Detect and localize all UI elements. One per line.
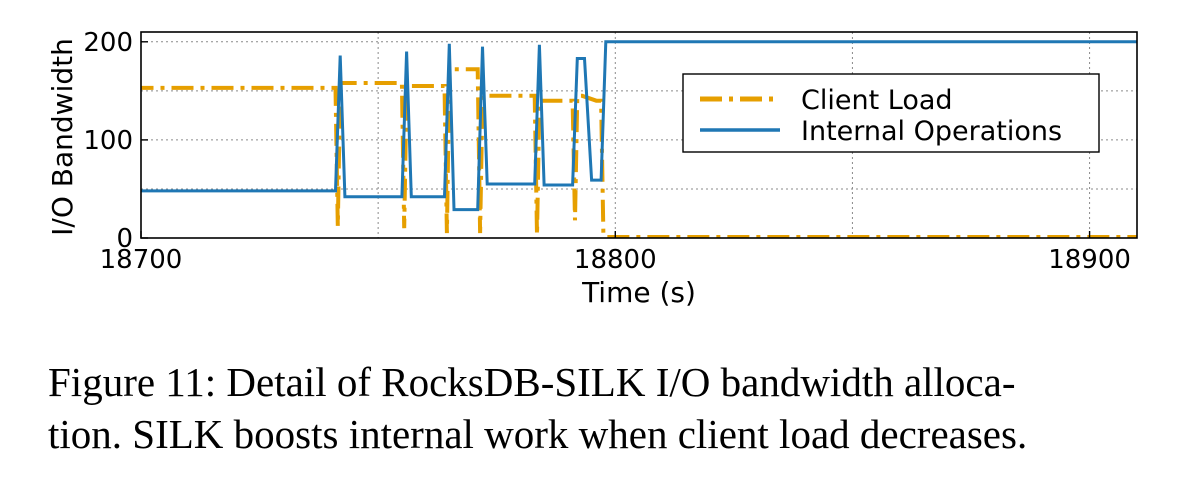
caption-line-2: tion. SILK boosts internal work when cli… — [48, 411, 1028, 457]
bandwidth-chart: 18700 18800 18900 0 100 200 Time (s) I/O Ban… — [46, 28, 1138, 309]
figure-caption: Figure 11: Detail of RocksDB-SILK I/O ba… — [48, 356, 1158, 460]
y-tick-label: 200 — [83, 28, 133, 58]
x-tick-label: 18900 — [1048, 245, 1131, 275]
plot-frame — [140, 31, 1138, 239]
y-tick-label: 0 — [116, 224, 133, 254]
series-line-client-load — [141, 67, 1137, 238]
y-axis-label: I/O Bandwidth — [46, 38, 79, 236]
caption-line-1: Figure 11: Detail of RocksDB-SILK I/O ba… — [48, 359, 1016, 405]
x-tick-label: 18700 — [100, 245, 183, 275]
series-line-internal-operations — [141, 40, 1137, 212]
series-layer — [141, 40, 1137, 238]
legend-box — [682, 73, 1100, 153]
legend-label-internal-operations: Internal Operations — [801, 116, 1062, 147]
legend-label-client-load: Client Load — [801, 85, 953, 116]
y-ticks: 0 100 200 — [83, 28, 148, 254]
y-tick-label: 100 — [83, 126, 133, 156]
x-tick-label: 18800 — [574, 245, 657, 275]
x-axis-label: Time (s) — [581, 276, 696, 309]
legend: Client Load Internal Operations — [682, 73, 1100, 153]
x-ticks: 18700 18800 18900 — [100, 231, 1131, 275]
